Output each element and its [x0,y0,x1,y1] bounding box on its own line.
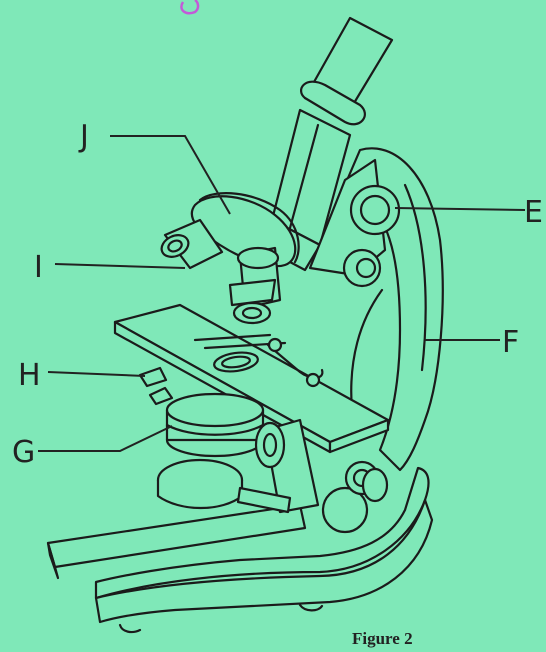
label-H: H [18,358,41,393]
leader-G [38,426,172,451]
figure-caption: Figure 2 [352,629,413,648]
label-F: F [502,325,519,360]
label-J: J [78,119,89,154]
label-G: G [12,435,35,470]
leader-H [48,372,145,376]
pen-mark [181,0,198,13]
leader-I [55,264,185,268]
label-I: I [34,250,43,285]
label-E: E [524,195,543,230]
